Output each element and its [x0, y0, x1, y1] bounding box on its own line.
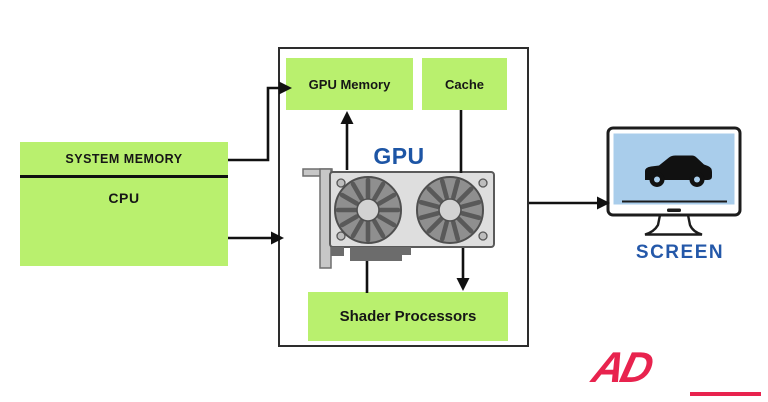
gpu-card-icon [302, 168, 495, 269]
cpu-label: CPU [108, 190, 140, 206]
shader-processors-box: Shader Processors [308, 292, 508, 341]
cache-box: Cache [422, 58, 507, 110]
gpu-memory-box: GPU Memory [286, 58, 413, 110]
fan-left-icon [334, 176, 402, 244]
system-memory-label: SYSTEM MEMORY [65, 151, 183, 166]
car-icon [645, 155, 712, 187]
fan-right-icon [416, 176, 484, 244]
arrow-sysmem-to-gpumem [228, 86, 280, 162]
system-memory-cpu-box: SYSTEM MEMORY CPU [20, 142, 228, 266]
brand-underline [690, 392, 761, 396]
gpu-title-label: GPU [373, 142, 425, 169]
screen-label: SCREEN [635, 242, 725, 263]
brand-logo: AD [587, 344, 656, 392]
monitor-icon [606, 126, 742, 236]
system-memory-cpu-divider [20, 175, 228, 178]
